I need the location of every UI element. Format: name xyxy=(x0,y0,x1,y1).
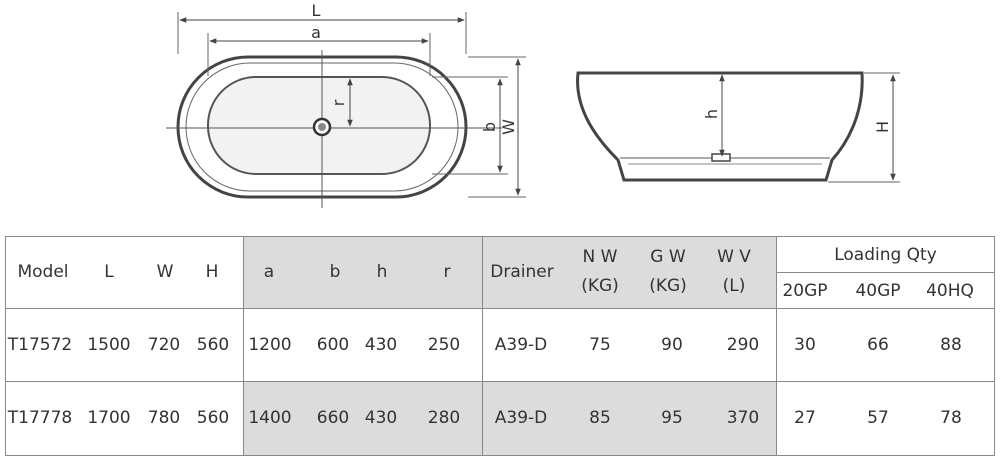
row-1-b: 600 xyxy=(316,335,350,355)
row-1-wv: 290 xyxy=(726,335,760,355)
header-W: W xyxy=(156,262,174,282)
dim-label-L: L xyxy=(312,1,321,20)
dim-label-a: a xyxy=(311,23,321,42)
dim-label-h: h xyxy=(702,109,721,119)
header-r: r xyxy=(443,262,451,282)
row-2-wv: 370 xyxy=(726,408,760,428)
row-2-40gp: 57 xyxy=(867,408,889,428)
row-2-a: 1400 xyxy=(248,408,292,428)
row-1-model: T17572 xyxy=(7,335,73,355)
header-nw-line2: (KG) xyxy=(581,276,619,296)
header-nw: N W (KG) xyxy=(572,240,628,304)
drain-fitting xyxy=(711,153,731,162)
row-2-20gp: 27 xyxy=(794,408,816,428)
header-b: b xyxy=(329,262,341,282)
row-2-W: 780 xyxy=(147,408,181,428)
header-L: L xyxy=(104,262,114,282)
header-wv: W V (L) xyxy=(706,240,762,304)
row-1-gw: 90 xyxy=(661,335,683,355)
header-model: Model xyxy=(17,262,69,282)
header-a: a xyxy=(263,262,275,282)
row-1-H: 560 xyxy=(196,335,230,355)
header-40gp: 40GP xyxy=(855,281,901,301)
row-2-H: 560 xyxy=(196,408,230,428)
header-40hq: 40HQ xyxy=(926,281,974,301)
top-view: L a r b W xyxy=(166,1,526,208)
row-1-40gp: 66 xyxy=(867,335,889,355)
dim-label-b: b xyxy=(480,122,499,132)
header-nw-line1: N W xyxy=(582,247,618,267)
dim-label-H: H xyxy=(873,121,892,133)
row-2-h: 430 xyxy=(364,408,398,428)
side-view: h H xyxy=(576,71,900,183)
row-1-nw: 75 xyxy=(589,335,611,355)
bathtub-dimension-drawing: L a r b W h H xyxy=(166,1,900,208)
row-2-40hq: 78 xyxy=(940,408,962,428)
header-gw: G W (KG) xyxy=(640,240,696,304)
row-2-r: 280 xyxy=(427,408,461,428)
header-h: h xyxy=(376,262,388,282)
row-1-20gp: 30 xyxy=(794,335,816,355)
row-1-r: 250 xyxy=(427,335,461,355)
dim-label-r: r xyxy=(329,99,348,106)
header-H: H xyxy=(205,262,219,282)
row-1-40hq: 88 xyxy=(940,335,962,355)
dim-label-W: W xyxy=(499,119,518,135)
row-2-model: T17778 xyxy=(7,408,73,428)
row-1-h: 430 xyxy=(364,335,398,355)
row-2-gw: 95 xyxy=(661,408,683,428)
header-gw-line1: G W xyxy=(650,247,686,267)
row-2-b: 660 xyxy=(316,408,350,428)
header-drainer: Drainer xyxy=(490,262,554,282)
header-20gp: 20GP xyxy=(782,281,828,301)
row-1-W: 720 xyxy=(147,335,181,355)
header-gw-line2: (KG) xyxy=(649,276,687,296)
row-1-L: 1500 xyxy=(87,335,131,355)
row-2-L: 1700 xyxy=(87,408,131,428)
header-loading-qty: Loading Qty xyxy=(834,245,937,265)
row-2-drainer: A39-D xyxy=(494,408,548,428)
header-wv-line2: (L) xyxy=(722,276,746,296)
row-2-nw: 85 xyxy=(589,408,611,428)
row-1-a: 1200 xyxy=(248,335,292,355)
header-wv-line1: W V xyxy=(717,247,751,267)
row-1-drainer: A39-D xyxy=(494,335,548,355)
